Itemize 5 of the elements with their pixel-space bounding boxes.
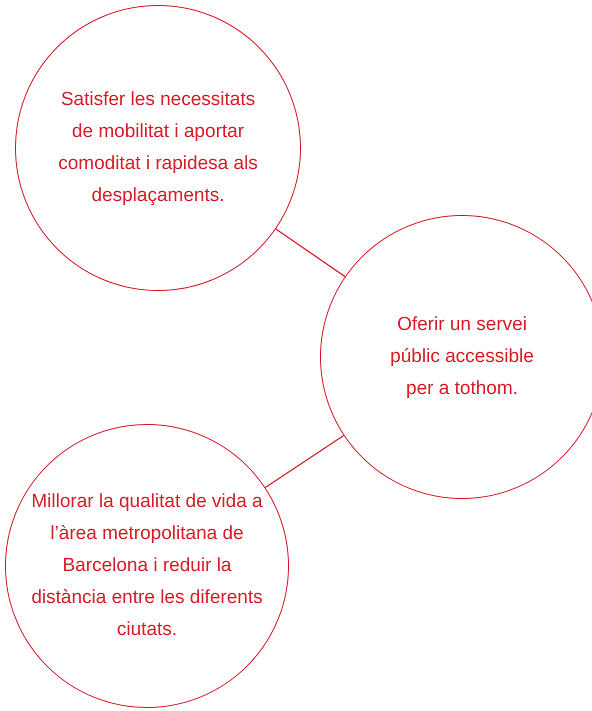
- connector-line: [275, 228, 346, 278]
- circle-text: Oferir un servei públic accessible per a tothom.: [389, 313, 535, 401]
- circle-text: Satisfer les necessitats de mobilitat i aportar comoditat i rapidesa als desplaçaments.: [58, 88, 258, 208]
- connector-line: [264, 434, 344, 488]
- circle-text: Millorar la qualitat de vida a l’àrea metropolitana de Barcelona i reduir la distància entre les diferents ciutats.: [30, 490, 264, 642]
